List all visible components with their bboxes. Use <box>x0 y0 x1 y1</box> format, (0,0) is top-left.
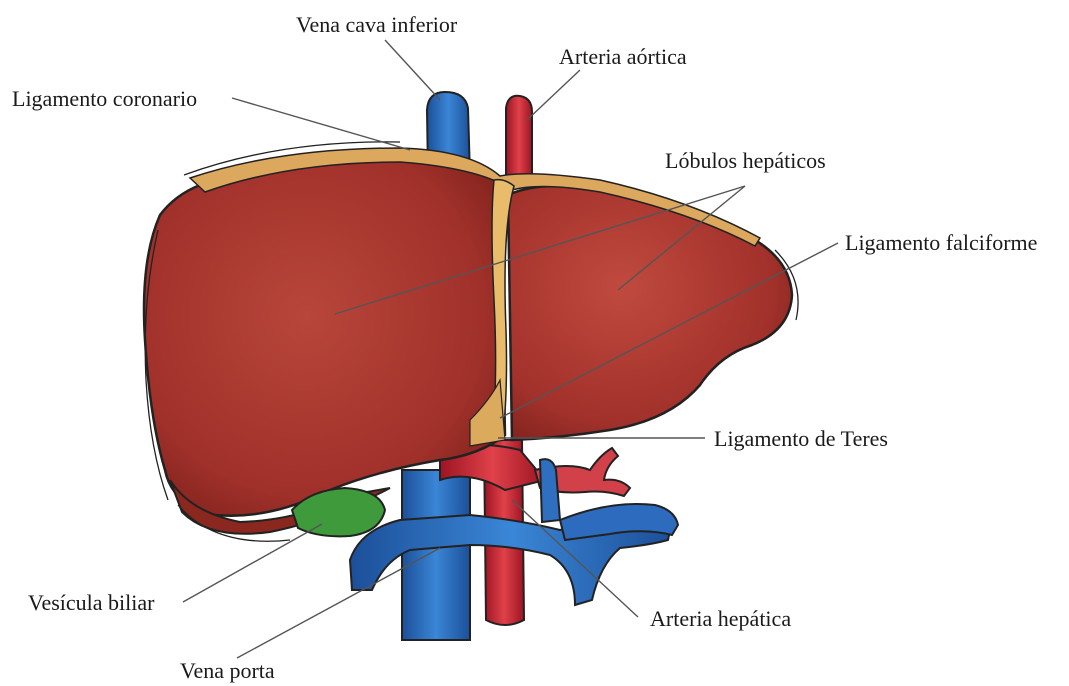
label-arteria-aortica: Arteria aórtica <box>559 46 687 68</box>
label-ligamento-de-teres: Ligamento de Teres <box>714 428 888 450</box>
liver-left-lobe <box>508 186 792 440</box>
label-ligamento-falciforme: Ligamento falciforme <box>845 232 1037 254</box>
label-vesicula-biliar: Vesícula biliar <box>28 592 154 614</box>
aorta-top <box>506 96 532 175</box>
label-lobulos-hepaticos: Lóbulos hepáticos <box>665 150 826 172</box>
label-ligamento-coronario: Ligamento coronario <box>12 88 197 110</box>
label-arteria-hepatica: Arteria hepática <box>650 608 791 630</box>
label-vena-cava-inferior: Vena cava inferior <box>296 14 457 36</box>
label-vena-porta: Vena porta <box>180 660 275 682</box>
lower-vessels <box>350 440 678 640</box>
